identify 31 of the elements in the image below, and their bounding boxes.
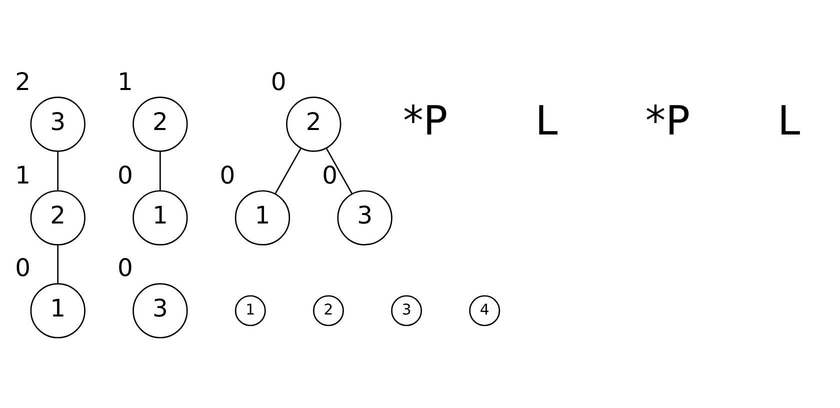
label: L (778, 97, 800, 144)
node-circle: 2 (30, 190, 86, 246)
node-circle: 2 (286, 96, 342, 152)
node-label: 1 (117, 68, 133, 96)
label: L (535, 97, 558, 144)
node-label: 0 (270, 68, 286, 96)
node-label: 0 (15, 254, 31, 282)
connector (57, 244, 59, 284)
node-circle: 2 (312, 295, 344, 326)
node-circle: 3 (132, 283, 188, 338)
node-label: 1 (15, 161, 31, 190)
label: *P (645, 97, 690, 144)
label: *P (403, 97, 448, 144)
node-circle: 3 (337, 190, 392, 246)
connector (274, 148, 302, 194)
node-circle: 3 (391, 295, 422, 326)
node-circle: 1 (30, 283, 86, 338)
node-circle: 3 (30, 96, 86, 152)
node-circle: 4 (469, 295, 500, 326)
node-label: 0 (117, 161, 133, 190)
node-circle: 1 (234, 190, 290, 246)
node-label: 2 (15, 68, 31, 96)
node-circle: 1 (234, 295, 266, 326)
node-label: 0 (322, 161, 338, 190)
node-circle: 1 (132, 190, 188, 246)
node-label: 0 (220, 161, 236, 190)
connector (326, 148, 353, 194)
node-circle: 2 (132, 96, 188, 152)
connector (57, 151, 59, 190)
node-label: 0 (117, 254, 133, 282)
connector (160, 151, 161, 190)
